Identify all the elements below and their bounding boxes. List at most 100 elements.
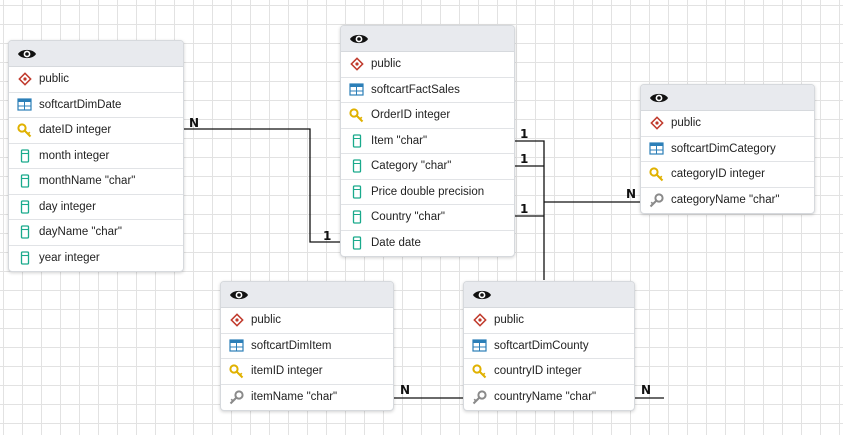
row-label: year integer <box>39 252 100 265</box>
row-label: softcartDimCategory <box>671 142 776 155</box>
table-icon <box>229 338 244 353</box>
schema-icon <box>472 313 487 328</box>
cardinality-category-n: N <box>626 187 637 201</box>
schema-icon <box>229 313 244 328</box>
row-label: softcartDimCounty <box>494 339 589 352</box>
row-label: public <box>494 314 525 327</box>
row-label: countryID integer <box>494 365 582 378</box>
table-name-row[interactable]: softcartDimDate <box>9 93 183 118</box>
column-icon <box>349 159 364 174</box>
cardinality-county-n: N <box>641 383 652 397</box>
row-label: Country "char" <box>371 211 445 224</box>
column-row[interactable]: monthName "char" <box>9 169 183 195</box>
table-header[interactable] <box>641 85 814 111</box>
eye-icon[interactable] <box>228 287 250 302</box>
row-label: OrderID integer <box>371 109 451 122</box>
table-header[interactable] <box>464 282 634 308</box>
table-icon <box>472 338 487 353</box>
row-label: public <box>371 58 402 71</box>
column-row[interactable]: categoryName "char" <box>641 188 814 214</box>
table-header[interactable] <box>221 282 393 308</box>
primary-key-icon <box>649 167 664 182</box>
row-label: dateID integer <box>39 124 112 137</box>
eye-icon[interactable] <box>16 46 38 61</box>
column-row[interactable]: Date date <box>341 231 514 257</box>
eye-icon[interactable] <box>348 31 370 46</box>
column-row[interactable]: OrderID integer <box>341 103 514 129</box>
table-name-row[interactable]: softcartDimItem <box>221 334 393 359</box>
row-label: month integer <box>39 149 110 162</box>
row-label: itemName "char" <box>251 391 338 404</box>
schema-row[interactable]: public <box>221 308 393 334</box>
cardinality-item-1: 1 <box>520 127 529 141</box>
schema-row[interactable]: public <box>9 67 183 93</box>
table-icon <box>349 82 364 97</box>
column-icon <box>349 236 364 251</box>
table-header[interactable] <box>9 41 183 67</box>
schema-icon <box>17 72 32 87</box>
column-row[interactable]: year integer <box>9 246 183 272</box>
table-card-dim-date[interactable]: public softcartDimDate dateID integer month… <box>8 40 184 272</box>
primary-key-icon <box>17 123 32 138</box>
table-icon <box>649 141 664 156</box>
table-card-dim-county[interactable]: public softcartDimCounty countryID integer… <box>463 281 635 411</box>
column-icon <box>349 184 364 199</box>
cardinality-category-1: 1 <box>520 152 529 166</box>
eye-icon[interactable] <box>471 287 493 302</box>
column-icon <box>17 251 32 266</box>
row-label: softcartFactSales <box>371 83 460 96</box>
column-icon <box>349 133 364 148</box>
row-label: Category "char" <box>371 160 452 173</box>
schema-row[interactable]: public <box>341 52 514 78</box>
row-label: public <box>251 314 282 327</box>
row-label: Price double precision <box>371 185 485 198</box>
column-icon <box>17 148 32 163</box>
row-label: Date date <box>371 237 421 250</box>
column-row[interactable]: countryName "char" <box>464 385 634 411</box>
row-label: dayName "char" <box>39 226 122 239</box>
primary-key-icon <box>229 364 244 379</box>
cardinality-item-n: N <box>400 383 411 397</box>
row-label: categoryID integer <box>671 168 765 181</box>
column-row[interactable]: dateID integer <box>9 118 183 144</box>
column-row[interactable]: Category "char" <box>341 154 514 180</box>
primary-key-icon <box>349 108 364 123</box>
column-row[interactable]: Item "char" <box>341 129 514 154</box>
table-name-row[interactable]: softcartDimCounty <box>464 334 634 359</box>
column-icon <box>17 174 32 189</box>
table-icon <box>17 97 32 112</box>
row-label: categoryName "char" <box>671 194 780 207</box>
row-label: day integer <box>39 200 96 213</box>
column-icon <box>17 199 32 214</box>
column-icon <box>17 225 32 240</box>
table-name-row[interactable]: softcartFactSales <box>341 78 514 103</box>
column-row[interactable]: categoryID integer <box>641 162 814 188</box>
row-label: public <box>39 73 70 86</box>
table-header[interactable] <box>341 26 514 52</box>
row-label: monthName "char" <box>39 175 136 188</box>
schema-row[interactable]: public <box>641 111 814 137</box>
column-row[interactable]: itemID integer <box>221 359 393 385</box>
foreign-key-icon <box>472 390 487 405</box>
row-label: Item "char" <box>371 134 428 147</box>
column-row[interactable]: itemName "char" <box>221 385 393 411</box>
column-row[interactable]: dayName "char" <box>9 220 183 246</box>
column-row[interactable]: day integer <box>9 195 183 220</box>
schema-icon <box>649 116 664 131</box>
column-row[interactable]: month integer <box>9 144 183 169</box>
table-card-dim-category[interactable]: public softcartDimCategory categoryID inte… <box>640 84 815 214</box>
schema-row[interactable]: public <box>464 308 634 334</box>
schema-icon <box>349 57 364 72</box>
cardinality-date-1: 1 <box>323 229 332 243</box>
foreign-key-icon <box>229 390 244 405</box>
table-name-row[interactable]: softcartDimCategory <box>641 137 814 162</box>
column-row[interactable]: countryID integer <box>464 359 634 385</box>
eye-icon[interactable] <box>648 90 670 105</box>
column-row[interactable]: Country "char" <box>341 205 514 231</box>
relationship-item-line <box>514 140 545 280</box>
column-row[interactable]: Price double precision <box>341 180 514 205</box>
